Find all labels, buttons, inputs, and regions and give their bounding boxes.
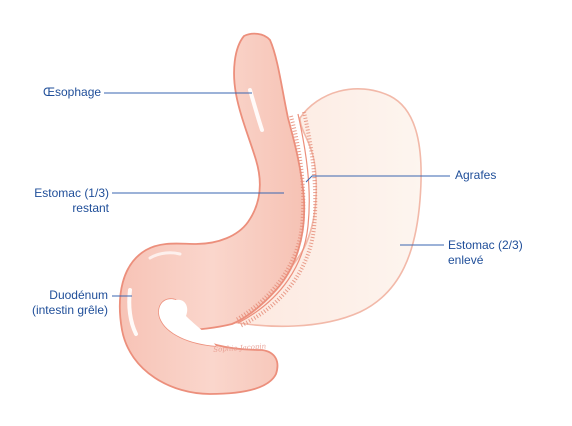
label-estomac-enleve: Estomac (2/3) enlevé bbox=[448, 238, 523, 268]
label-duodenum-line2: (intestin grêle) bbox=[31, 303, 108, 317]
label-oesophage: Œsophage bbox=[43, 85, 101, 100]
label-estomac-restant: Estomac (1/3) restant bbox=[27, 186, 109, 216]
oesophagus-highlight bbox=[248, 88, 264, 132]
label-estomac-restant-line1: Estomac (1/3) bbox=[34, 186, 109, 200]
label-duodenum: Duodénum (intestin grêle) bbox=[22, 288, 108, 318]
leader-agrafes bbox=[305, 175, 450, 183]
staple-line bbox=[234, 111, 318, 328]
label-estomac-restant-line2: restant bbox=[72, 201, 109, 215]
duodenum-inner-fill bbox=[158, 299, 216, 346]
staple-row-left bbox=[234, 115, 306, 322]
duodenum-highlight bbox=[127, 288, 138, 336]
label-agrafes-text: Agrafes bbox=[455, 168, 497, 182]
stomach-curve-highlight bbox=[148, 251, 182, 260]
cut-line bbox=[237, 113, 310, 324]
label-oesophage-text: Œsophage bbox=[43, 85, 102, 99]
staple-row-right bbox=[239, 111, 318, 328]
label-agrafes: Agrafes bbox=[455, 168, 496, 183]
label-duodenum-line1: Duodénum bbox=[49, 288, 108, 302]
leader-lines bbox=[104, 92, 450, 297]
label-estomac-enleve-line1: Estomac (2/3) bbox=[448, 238, 523, 252]
remaining-stomach bbox=[118, 32, 306, 395]
label-estomac-enleve-line2: enlevé bbox=[448, 253, 484, 267]
